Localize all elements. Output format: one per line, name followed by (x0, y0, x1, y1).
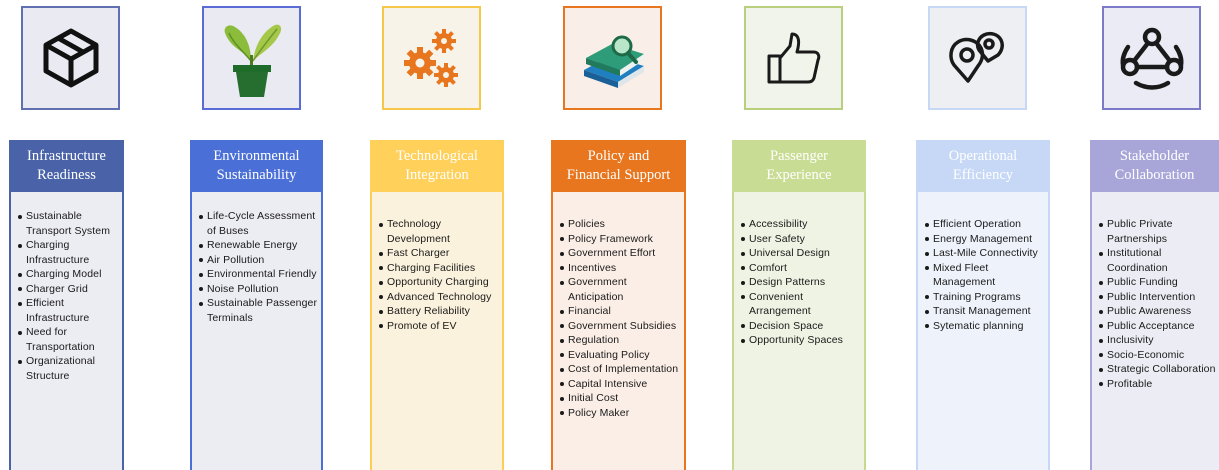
list-item: Capital Intensive (559, 377, 682, 392)
list-item: User Safety (740, 232, 862, 247)
list-item: Policy Maker (559, 406, 682, 421)
list-item: Sustainable Passenger Terminals (198, 296, 319, 325)
list-item: Mixed Fleet Management (924, 261, 1046, 290)
icon-tile-operational (928, 6, 1027, 110)
list-item: Institutional Coordination (1098, 246, 1217, 275)
item-list: Sustainable Transport System Charging In… (17, 209, 120, 383)
list-item: Socio-Economic (1098, 348, 1217, 363)
list-item: Public Private Partnerships (1098, 217, 1217, 246)
list-item: Life-Cycle Assessment of Buses (198, 209, 319, 238)
icon-tile-infrastructure (21, 6, 120, 110)
column-header: Policy and Financial Support (551, 140, 686, 192)
list-item: Public Acceptance (1098, 319, 1217, 334)
column-header: Operational Efficiency (916, 140, 1050, 192)
list-item: Sytematic planning (924, 319, 1046, 334)
list-item: Evaluating Policy (559, 348, 682, 363)
list-item: Air Pollution (198, 253, 319, 268)
column-header: Technological Integration (370, 140, 504, 192)
column-header: Infrastructure Readiness (9, 140, 124, 192)
item-list: Life-Cycle Assessment of Buses Renewable… (198, 209, 319, 325)
list-item: Promote of EV (378, 319, 500, 334)
list-item: Design Patterns (740, 275, 862, 290)
list-item: Renewable Energy (198, 238, 319, 253)
column-body: Technology Development Fast Charger Char… (370, 192, 504, 470)
list-item: Efficient Operation (924, 217, 1046, 232)
books-icon (583, 35, 644, 88)
list-item: Need for Transportation (17, 325, 120, 354)
icon-tile-passenger (744, 6, 843, 110)
plant-icon (224, 24, 281, 97)
list-item: Technology Development (378, 217, 500, 246)
list-item: Universal Design (740, 246, 862, 261)
icon-tile-policy (563, 6, 662, 110)
list-item: Profitable (1098, 377, 1217, 392)
list-item: Transit Management (924, 304, 1046, 319)
item-list: Efficient Operation Energy Management La… (924, 217, 1046, 333)
list-item: Government Subsidies (559, 319, 682, 334)
column-body: Policies Policy Framework Government Eff… (551, 192, 686, 470)
list-item: Noise Pollution (198, 282, 319, 297)
list-item: Comfort (740, 261, 862, 276)
list-item: Public Intervention (1098, 290, 1217, 305)
list-item: Opportunity Charging (378, 275, 500, 290)
list-item: Decision Space (740, 319, 862, 334)
list-item: Battery Reliability (378, 304, 500, 319)
list-item: Incentives (559, 261, 682, 276)
icon-tile-environmental (202, 6, 301, 110)
list-item: Inclusivity (1098, 333, 1217, 348)
column-body: Public Private Partnerships Institutiona… (1090, 192, 1219, 470)
list-item: Financial (559, 304, 682, 319)
gears-icon (403, 29, 458, 87)
list-item: Charger Grid (17, 282, 120, 297)
list-item: Policy Framework (559, 232, 682, 247)
list-item: Public Funding (1098, 275, 1217, 290)
list-item: Charging Infrastructure (17, 238, 120, 267)
list-item: Training Programs (924, 290, 1046, 305)
list-item: Regulation (559, 333, 682, 348)
column-body: Sustainable Transport System Charging In… (9, 192, 124, 470)
list-item: Opportunity Spaces (740, 333, 862, 348)
list-item: Fast Charger (378, 246, 500, 261)
list-item: Strategic Collaboration (1098, 362, 1217, 377)
item-list: Technology Development Fast Charger Char… (378, 217, 500, 333)
list-item: Policies (559, 217, 682, 232)
list-item: Charging Model (17, 267, 120, 282)
cube-icon (43, 28, 98, 88)
list-item: Public Awareness (1098, 304, 1217, 319)
list-item: Efficient Infrastructure (17, 296, 120, 325)
list-item: Government Anticipation (559, 275, 682, 304)
list-item: Initial Cost (559, 391, 682, 406)
column-header: Passenger Experience (732, 140, 866, 192)
column-body: Accessibility User Safety Universal Desi… (732, 192, 866, 470)
icon-tile-technological (382, 6, 481, 110)
thumbs-up-icon (767, 32, 820, 84)
list-item: Last-Mile Connectivity (924, 246, 1046, 261)
list-item: Charging Facilities (378, 261, 500, 276)
list-item: Cost of Implementation (559, 362, 682, 377)
list-item: Advanced Technology (378, 290, 500, 305)
icon-tile-stakeholder (1102, 6, 1201, 110)
list-item: Sustainable Transport System (17, 209, 120, 238)
network-icon (1120, 27, 1183, 90)
column-body: Life-Cycle Assessment of Buses Renewable… (190, 192, 323, 470)
item-list: Policies Policy Framework Government Eff… (559, 217, 682, 420)
list-item: Government Effort (559, 246, 682, 261)
list-item: Energy Management (924, 232, 1046, 247)
list-item: Convenient Arrangement (740, 290, 862, 319)
list-item: Environmental Friendly (198, 267, 319, 282)
column-header: Stakeholder Collaboration (1090, 140, 1219, 192)
item-list: Public Private Partnerships Institutiona… (1098, 217, 1217, 391)
list-item: Organizational Structure (17, 354, 120, 383)
column-header: Environmental Sustainability (190, 140, 323, 192)
list-item: Accessibility (740, 217, 862, 232)
column-body: Efficient Operation Energy Management La… (916, 192, 1050, 470)
map-pin-icon (948, 31, 1004, 83)
item-list: Accessibility User Safety Universal Desi… (740, 217, 862, 348)
